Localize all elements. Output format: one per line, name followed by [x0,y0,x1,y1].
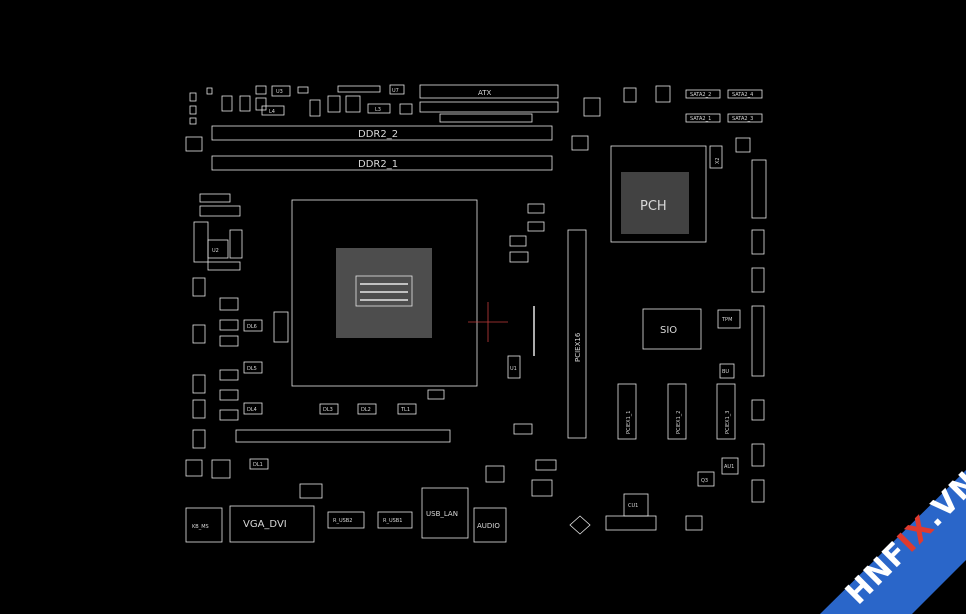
label-pciex1-3: PCIEX1_3 [725,411,731,434]
label-audio: AUDIO [477,522,500,530]
label-sio: SIO [660,325,677,336]
left-vrm-area: U2 DL6 DL5 DL4 [185,136,289,449]
label-dl6: DL6 [247,324,257,330]
label-u7: U7 [392,88,399,94]
label-r-usb2: R_USB2 [333,518,352,524]
label-sata2-1: SATA2_1 [690,116,711,122]
top-left-components: U3 L4 L3 U7 [189,84,413,125]
pch-chip: PCH X2 [610,145,723,243]
label-ddr2-1: DDR2_1 [358,159,398,170]
label-u1: U1 [510,366,517,372]
label-au1: AU1 [724,464,734,470]
rear-io-connectors: KB_MS VGA_DVI R_USB2 R_USB1 USB_LAN AUDI… [185,459,591,543]
label-r-usb1: R_USB1 [383,518,402,524]
cpu-right-parts: U1 [427,203,545,435]
label-bu: BU [722,369,729,375]
label-dl2: DL2 [361,407,371,413]
label-vga-dvi: VGA_DVI [243,519,287,530]
label-pch: PCH [640,199,667,214]
atx-connector: ATX [419,84,559,123]
label-u2: U2 [212,248,219,254]
label-ddr2-2: DDR2_2 [358,129,398,140]
watermark-banner: HNFIX.VN [820,465,966,614]
label-kb-ms: KB_MS [192,524,209,530]
label-dl3: DL3 [323,407,333,413]
label-u3: U3 [276,89,283,95]
label-pciex16: PCIEX16 [574,332,582,362]
label-sata2-2: SATA2_2 [690,92,711,98]
cpu-socket [291,199,508,387]
cpu-bottom-parts: DL3 DL2 TL1 DL1 [235,403,451,470]
label-tpm: TPM [721,317,732,323]
ddr2-2-slot: DDR2_2 [211,125,553,141]
sata-connectors: SATA2_2 SATA2_4 SATA2_1 SATA2_3 [571,85,767,219]
label-x2: X2 [715,157,721,164]
label-usb-lan: USB_LAN [426,510,458,518]
label-tl1: TL1 [400,407,410,413]
label-dl5: DL5 [247,366,257,372]
label-sata2-3: SATA2_3 [732,116,753,122]
pciex16-slot: PCIEX16 [567,229,587,439]
label-dl4: DL4 [247,407,257,413]
label-sata2-4: SATA2_4 [732,92,753,98]
label-l4: L4 [269,109,275,115]
bottom-right-parts: CU1 Q3 AU1 [605,457,739,531]
label-atx: ATX [478,89,492,97]
label-pciex1-1: PCIEX1_1 [626,411,632,434]
label-q3: Q3 [701,478,708,484]
pciex1-slots: PCIEX1_1 PCIEX1_2 PCIEX1_3 [617,229,765,503]
label-cu1: CU1 [628,503,638,509]
label-pciex1-2: PCIEX1_2 [676,411,682,434]
ddr2-1-slot: DDR2_1 [211,155,553,171]
label-dl1: DL1 [253,462,263,468]
sio-chip: SIO TPM BU [642,308,741,379]
label-l3: L3 [375,107,381,113]
